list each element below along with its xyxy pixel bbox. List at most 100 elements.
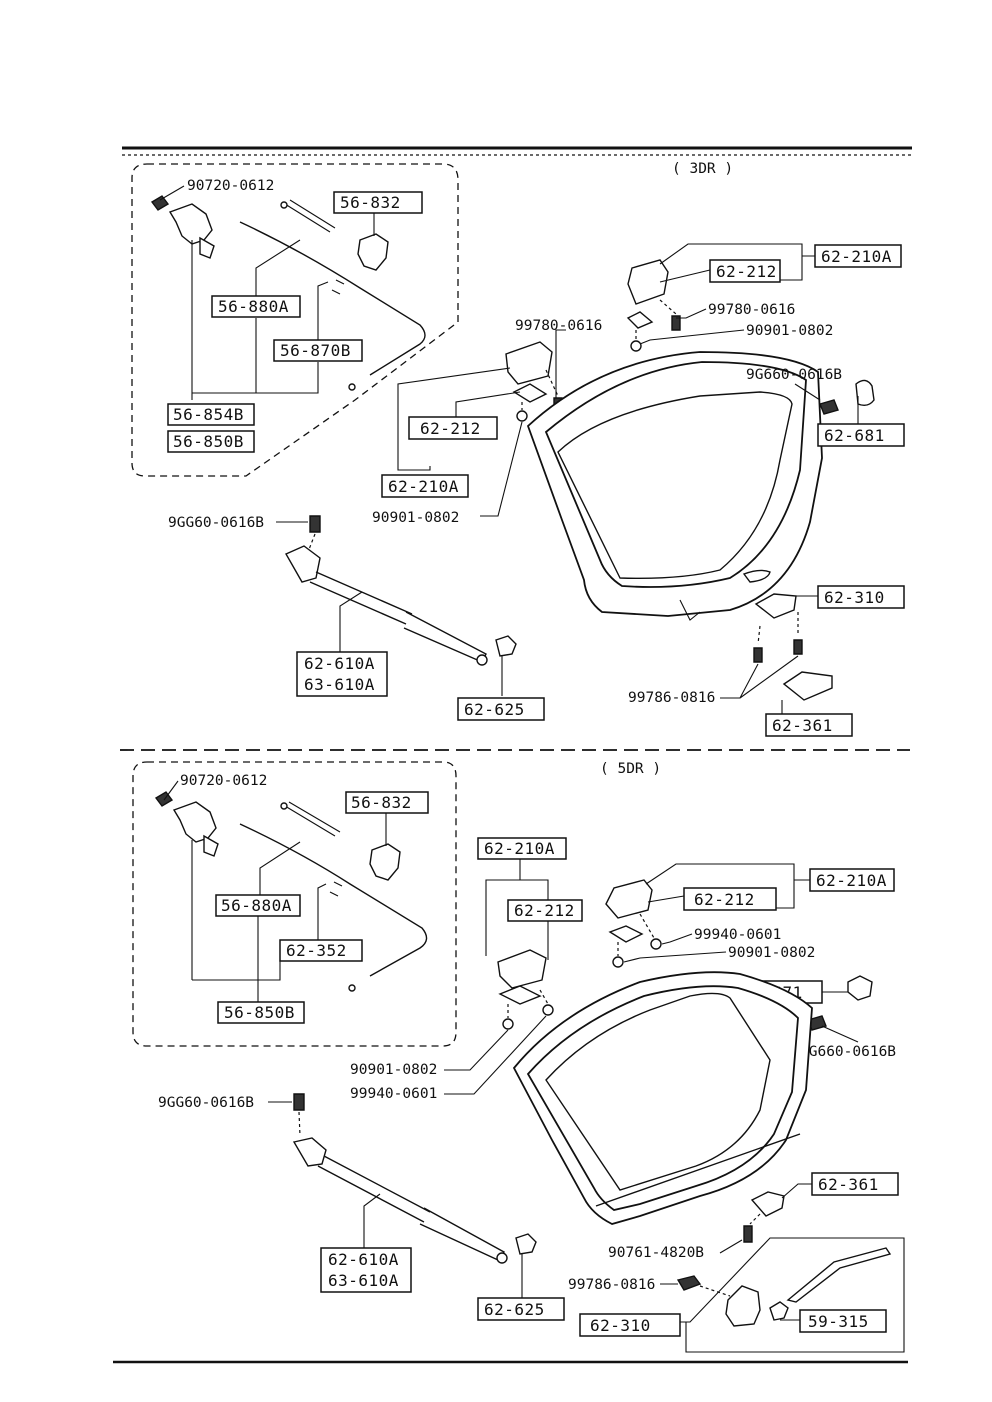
part-box-62-210a-5dr-left[interactable] [477,837,567,860]
part-box-62-361-5dr[interactable] [811,1172,899,1196]
bolt-icon [819,399,839,415]
cable-end-icon [348,984,356,992]
part-number-62-610a: 62-610A [304,654,375,673]
release-knob-icon [369,843,401,881]
part-number-62-625-5dr: 62-625 [484,1300,545,1319]
part-box-62-610a-63-610a-5dr[interactable] [320,1247,412,1293]
leader-line [444,1015,547,1095]
label-90761-4820b: 90761-4820B [608,1245,704,1261]
assembly-dash [298,1111,301,1137]
part-number-62-361-top: 62-361 [772,716,833,735]
part-number-59-315: 59-315 [808,1312,869,1331]
hinge-plate-icon [608,925,644,943]
leader-line [339,591,363,652]
leader-line [397,367,511,471]
leader-line [720,655,799,699]
label-90901-0802-5dr-left: 90901-0802 [350,1062,437,1078]
gas-strut-3dr [276,515,517,696]
part-number-56-854b: 56-854B [173,405,244,424]
part-box-62-210a-5dr-right[interactable] [809,868,895,892]
leader-line [191,840,281,1002]
part-box-62-625-5dr[interactable] [477,1297,565,1321]
part-number-56-880a-5dr: 56-880A [221,896,292,915]
striker-icon [782,671,833,701]
hinge-left-5dr [444,858,554,1095]
part-box-62-212-5dr-right[interactable] [683,887,777,911]
leader-line [821,1025,859,1043]
cable-end-icon [280,802,288,810]
liftgate-inner-outline [544,361,807,588]
strut-bracket-icon [292,1137,327,1167]
part-box-62-210a-right[interactable] [814,244,902,268]
strut-bracket-icon [285,545,321,583]
hinge-icon [497,949,547,989]
hinge-icon [505,341,553,385]
part-number-62-212-5dr-left: 62-212 [514,901,575,920]
part-number-62-212-5dr-right: 62-212 [694,890,755,909]
part-box-56-850b[interactable] [167,430,255,453]
cable-clamp-icon [329,881,343,897]
part-number-62-310-top: 62-310 [824,588,885,607]
part-box-56-880a[interactable] [211,295,301,318]
part-box-56-832[interactable] [333,191,423,214]
label-90720-0612-5dr: 90720-0612 [180,773,267,789]
part-number-56-880a: 56-880A [218,297,289,316]
part-box-62-212-right[interactable] [709,259,781,283]
liftgate-tab [679,599,701,621]
bolt-icon [309,515,321,533]
label-90901-0802-left: 90901-0802 [372,510,459,526]
label-9g660-0616b-5dr: 9G660-0616B [800,1044,896,1060]
leader-line [661,933,693,945]
leader-line [647,895,685,903]
ball-joint-icon [496,1252,508,1264]
part-box-56-850b-5dr[interactable] [217,1001,305,1024]
nut-icon [630,340,642,352]
handle-recess-icon [742,569,771,583]
part-box-62-310-top[interactable] [817,585,905,609]
part-box-62-361-top[interactable] [765,713,853,737]
part-box-56-832-5dr[interactable] [345,791,429,814]
bumper-stop-icon [855,379,875,407]
part-box-62-310-5dr[interactable] [579,1313,681,1337]
hinge-icon [627,259,669,305]
leader-line [159,185,185,201]
leader-line [645,863,810,909]
label-99940-0601-5dr-right: 99940-0601 [694,927,781,943]
part-box-62-212-left[interactable] [408,416,498,440]
leader-line [623,951,727,963]
cable-end-icon [280,201,288,209]
part-box-56-870b[interactable] [273,339,363,362]
part-number-62-210a-5dr-right: 62-210A [816,871,887,890]
part-number-62-212-left: 62-212 [420,419,481,438]
part-box-62-210a-left[interactable] [381,474,469,498]
striker-icon [750,1191,785,1217]
leader-line [163,780,179,801]
label-9gg60-0616b: 9GG60-0616B [168,515,264,531]
leader-line [639,329,745,345]
part-number-56-870b: 56-870B [280,341,351,360]
part-box-62-610a-63-610a[interactable] [296,651,388,697]
part-number-62-610a-5dr: 62-610A [328,1250,399,1269]
section-label-5dr: ( 5DR ) [600,761,661,777]
release-cable [239,823,428,977]
rear-window-icon [545,992,771,1191]
lock-lever-icon [203,834,219,857]
part-box-62-625[interactable] [457,697,545,721]
leader-line [676,308,707,319]
part-number-63-610a: 63-610A [304,675,375,694]
section-label-3dr: ( 3DR ) [672,161,733,177]
part-box-59-315[interactable] [799,1309,887,1333]
part-box-56-854b[interactable] [167,403,255,426]
liftgate-5dr [512,971,813,1225]
liftgate-3dr [526,351,823,621]
part-box-62-681[interactable] [817,423,905,447]
label-99786-0816-5dr: 99786-0816 [568,1277,655,1293]
assembly-dash [521,369,559,410]
part-box-62-212-5dr-left[interactable] [507,899,583,922]
label-90901-0802-right: 90901-0802 [746,323,833,339]
hinge-plate-icon [626,311,654,329]
part-number-62-352: 62-352 [286,941,347,960]
part-box-62-352[interactable] [279,939,363,962]
part-box-56-880a-5dr[interactable] [215,894,301,917]
lock-actuator-icon [172,801,217,843]
